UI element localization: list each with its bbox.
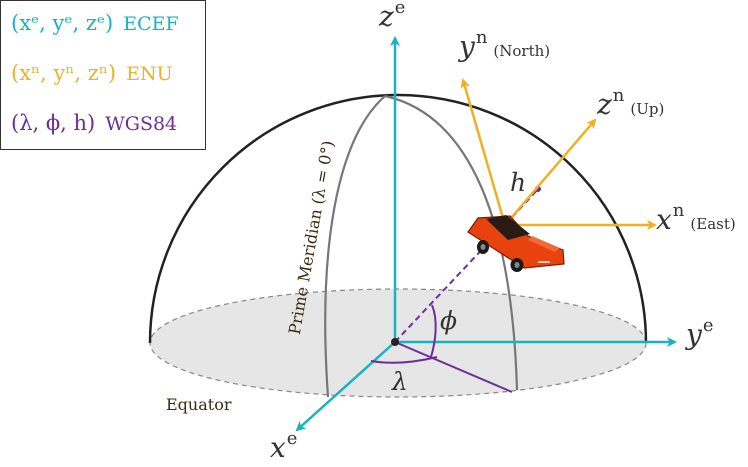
label-zn-note: (Up)	[630, 100, 665, 118]
label-yn-sup: n	[475, 27, 488, 48]
legend-enu: (xⁿ, yⁿ, zⁿ) ENU	[11, 61, 173, 85]
lambda-ray	[394, 341, 513, 393]
legend-box: (xᵉ, yᵉ, zᵉ) ECEF (xⁿ, yⁿ, zⁿ) ENU (λ, ϕ, …	[0, 0, 206, 150]
label-zn: zn (Up)	[597, 85, 665, 121]
globe-outline	[148, 93, 648, 344]
label-zn-sup: n	[612, 85, 625, 106]
prime-meridian-arc	[324, 95, 386, 398]
label-xn: xn (East)	[656, 200, 736, 236]
label-ze-sup: e	[394, 0, 406, 18]
label-ye: ye	[686, 315, 714, 351]
label-phi: ϕ	[440, 306, 458, 335]
label-yn-base: y	[459, 30, 475, 63]
label-equator: Equator	[166, 395, 232, 414]
label-yn: yn (North)	[459, 27, 551, 63]
label-xn-note: (East)	[690, 215, 736, 233]
legend-enu-name: ENU	[126, 63, 173, 85]
legend-enu-symbol: (xⁿ, yⁿ, zⁿ)	[11, 61, 117, 85]
label-xn-base: x	[656, 203, 672, 236]
legend-wgs84: (λ, ϕ, h) WGS84	[11, 111, 177, 135]
legend-ecef-symbol: (xᵉ, yᵉ, zᵉ)	[11, 11, 114, 35]
car-icon	[467, 215, 565, 272]
xe-axis	[295, 341, 396, 432]
label-xe-sup: e	[286, 428, 298, 449]
origin-point	[391, 338, 399, 346]
label-lambda: λ	[392, 367, 408, 396]
label-zn-base: z	[597, 88, 612, 121]
label-ze: ze	[379, 0, 405, 33]
label-ye-sup: e	[702, 315, 714, 336]
label-xe: xe	[270, 428, 298, 464]
legend-wgs84-name: WGS84	[105, 113, 178, 135]
label-h: h	[510, 168, 527, 197]
phi-arc	[430, 304, 437, 358]
legend-ecef: (xᵉ, yᵉ, zᵉ) ECEF	[11, 11, 179, 35]
legend-wgs84-symbol: (λ, ϕ, h)	[11, 111, 96, 135]
label-ye-base: y	[686, 318, 702, 351]
label-xe-base: x	[270, 431, 286, 464]
yn-axis	[460, 78, 507, 226]
label-ze-base: z	[379, 0, 394, 33]
lambda-arc	[370, 356, 438, 364]
legend-ecef-name: ECEF	[123, 13, 179, 35]
zn-axis	[504, 118, 597, 226]
car-meridian-arc	[384, 94, 519, 391]
label-yn-note: (North)	[493, 42, 551, 60]
label-xn-sup: n	[672, 200, 685, 221]
